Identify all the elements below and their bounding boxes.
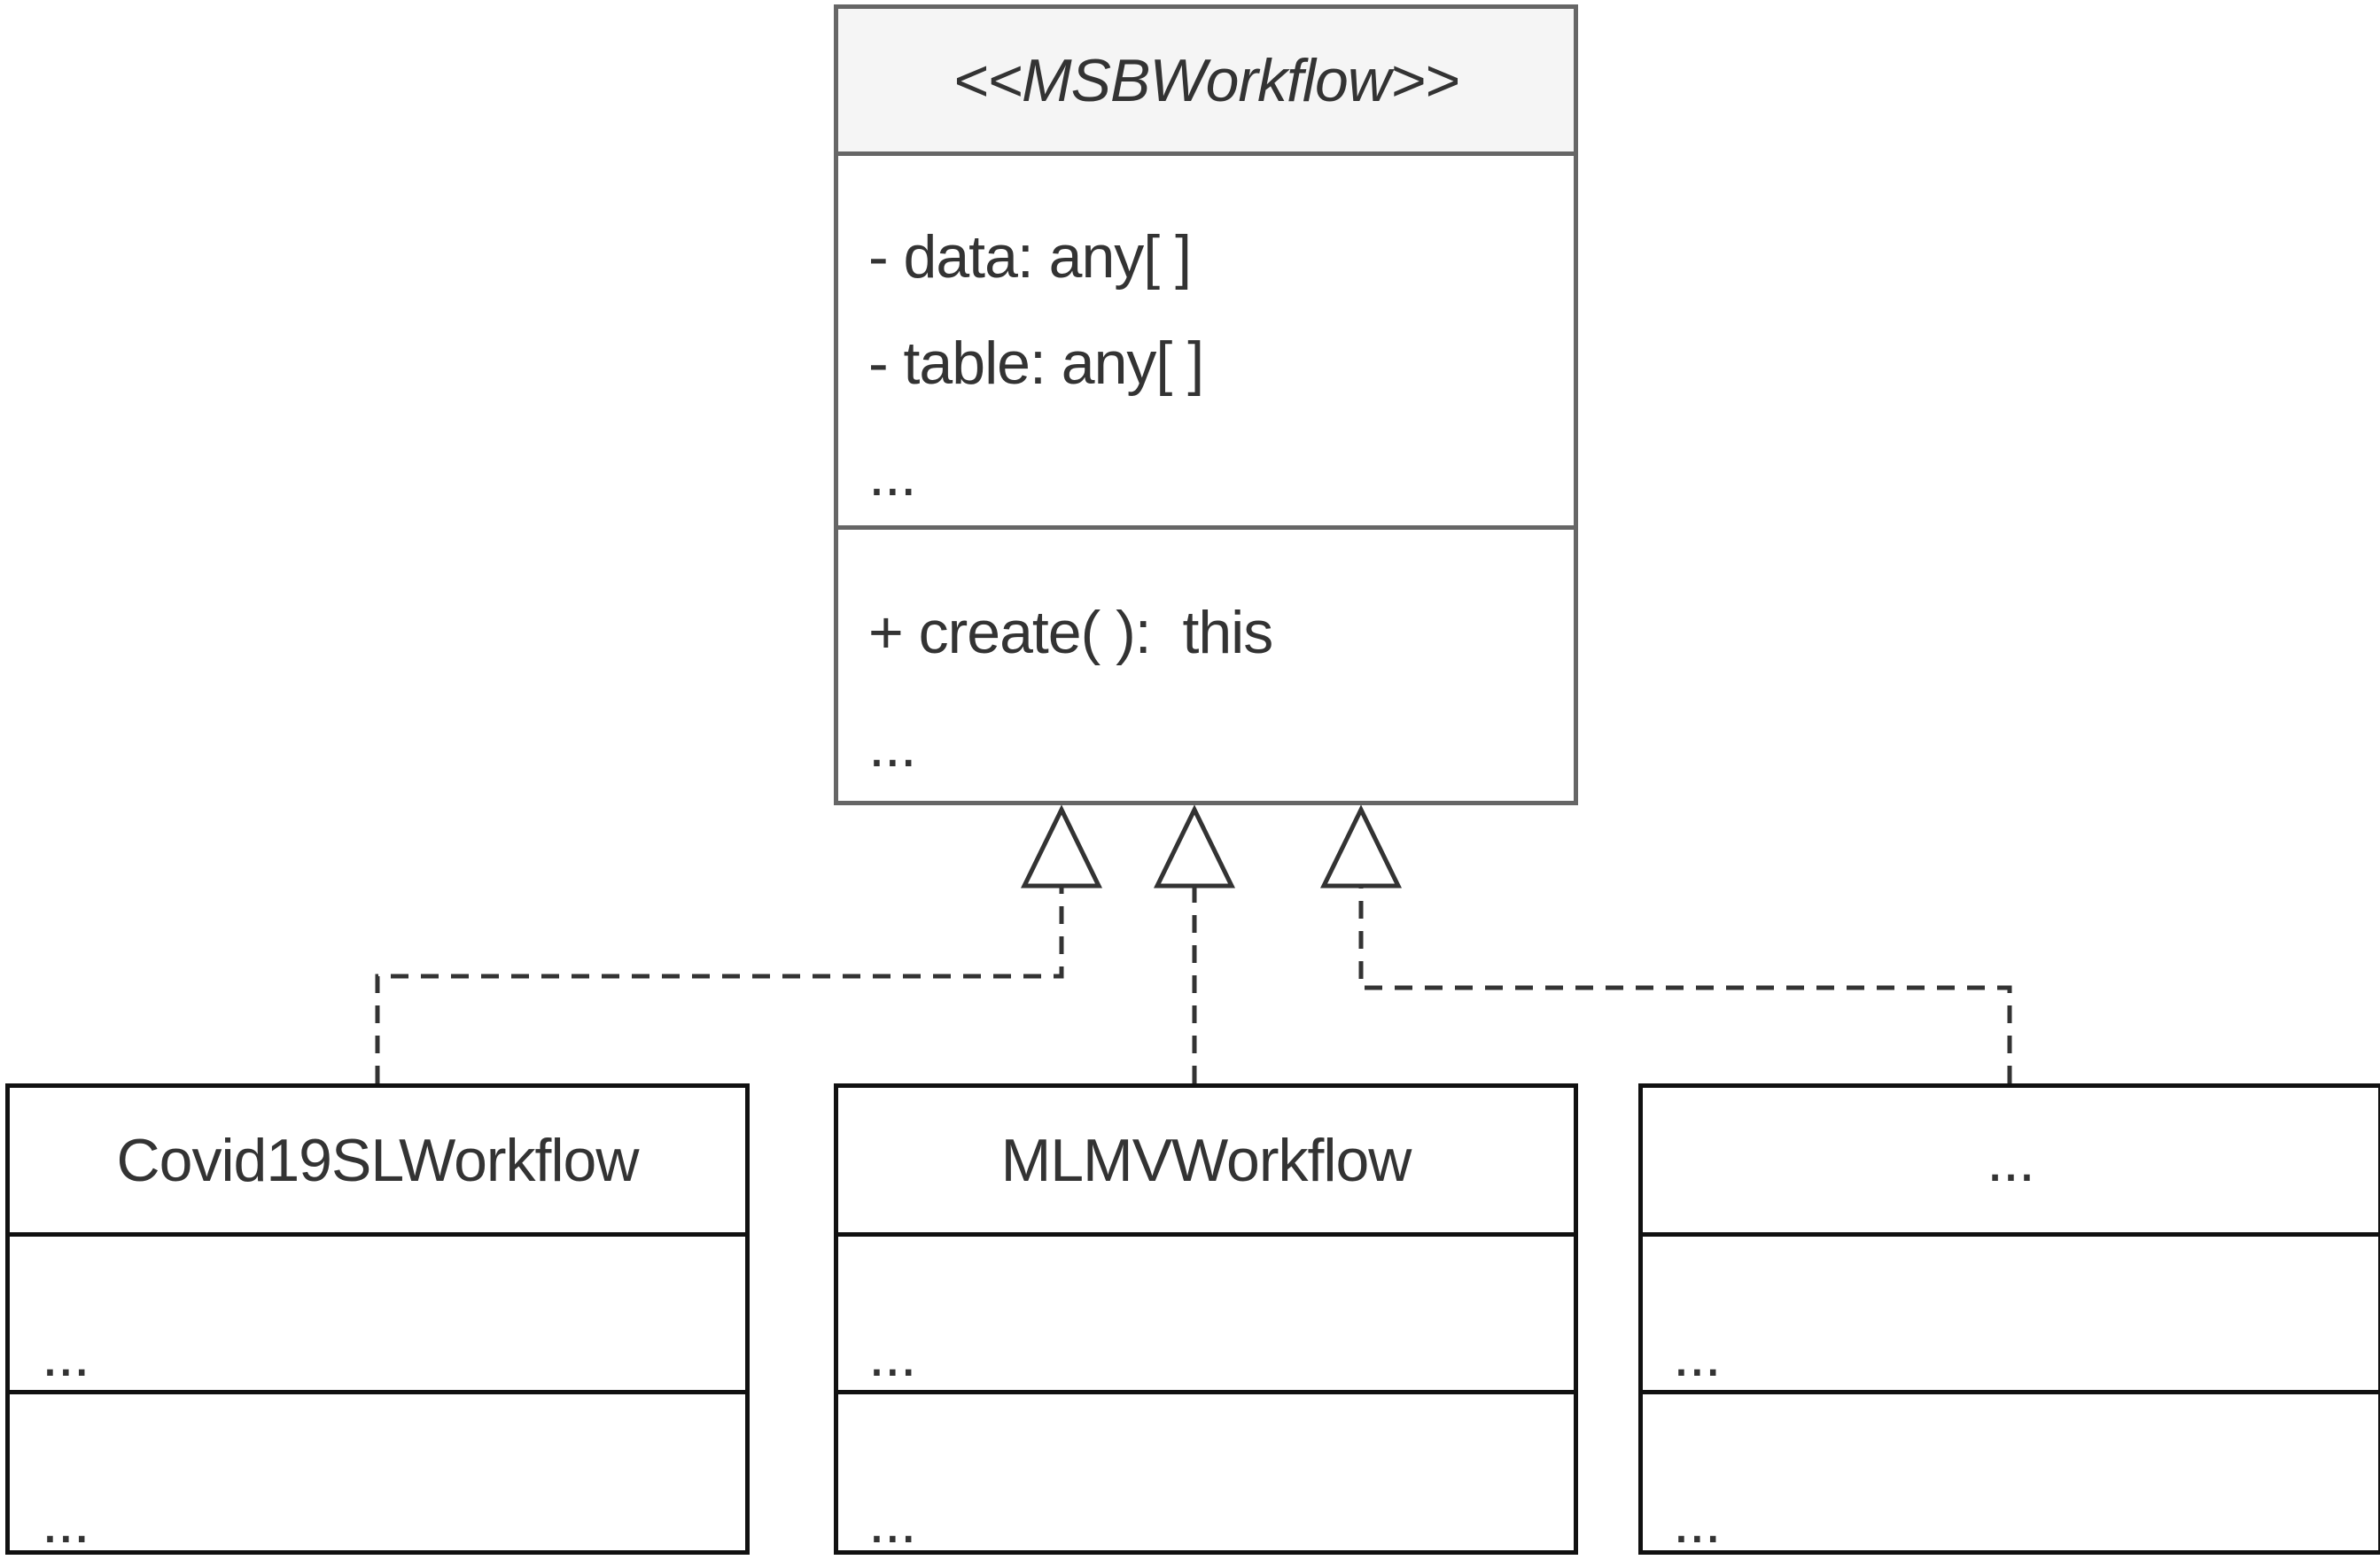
class-operations-compartment: ... (1643, 1394, 2378, 1552)
realization-arrowhead-mlmvworkflow (1153, 804, 1236, 889)
msbworkflow-attributes-compartment: - data: any[ ] - table: any[ ] ... (838, 156, 1574, 530)
class-name: ... (1987, 1126, 2035, 1194)
msbworkflow-interface-box[interactable]: <<MSBWorkflow>> - data: any[ ] - table: … (834, 4, 1578, 805)
attribute-ellipsis: ... (42, 1322, 90, 1389)
realization-line-unnamed-class (1358, 888, 2012, 1083)
class-operations-compartment: ... (10, 1394, 745, 1552)
class-attributes-compartment: ... (10, 1237, 745, 1394)
realization-arrowhead-covid19slworkflow (1020, 804, 1103, 889)
msbworkflow-operations-compartment: + create( ): this ... (838, 530, 1574, 798)
class-attributes-compartment: ... (1643, 1237, 2378, 1394)
class-operations-compartment: ... (838, 1394, 1574, 1552)
msbworkflow-name-compartment: <<MSBWorkflow>> (838, 9, 1574, 156)
attribute-ellipsis: ... (1673, 1322, 1722, 1389)
interface-name: <<MSBWorkflow>> (953, 46, 1460, 114)
operation-create: + create( ): this (868, 599, 1273, 666)
realization-line-covid19slworkflow (375, 888, 1064, 1083)
operation-ellipsis: ... (868, 712, 917, 780)
mlmvworkflow-class-box[interactable]: MLMVWorkflow ... ... (834, 1083, 1578, 1555)
class-attributes-compartment: ... (838, 1237, 1574, 1394)
attribute-data: - data: any[ ] (868, 223, 1192, 291)
operation-ellipsis: ... (42, 1488, 90, 1556)
unnamed-class-box[interactable]: ... ... ... (1638, 1083, 2380, 1555)
class-name: Covid19SLWorkflow (116, 1126, 640, 1194)
attribute-ellipsis: ... (868, 441, 917, 508)
class-name-compartment: ... (1643, 1088, 2378, 1237)
realization-arrowhead-unnamed-class (1319, 804, 1403, 889)
class-name: MLMVWorkflow (1000, 1126, 1412, 1194)
class-name-compartment: Covid19SLWorkflow (10, 1088, 745, 1237)
operation-ellipsis: ... (1673, 1488, 1722, 1556)
attribute-table: - table: any[ ] (868, 330, 1204, 397)
attribute-ellipsis: ... (868, 1322, 917, 1389)
covid19slworkflow-class-box[interactable]: Covid19SLWorkflow ... ... (5, 1083, 750, 1555)
class-name-compartment: MLMVWorkflow (838, 1088, 1574, 1237)
operation-ellipsis: ... (868, 1488, 917, 1556)
